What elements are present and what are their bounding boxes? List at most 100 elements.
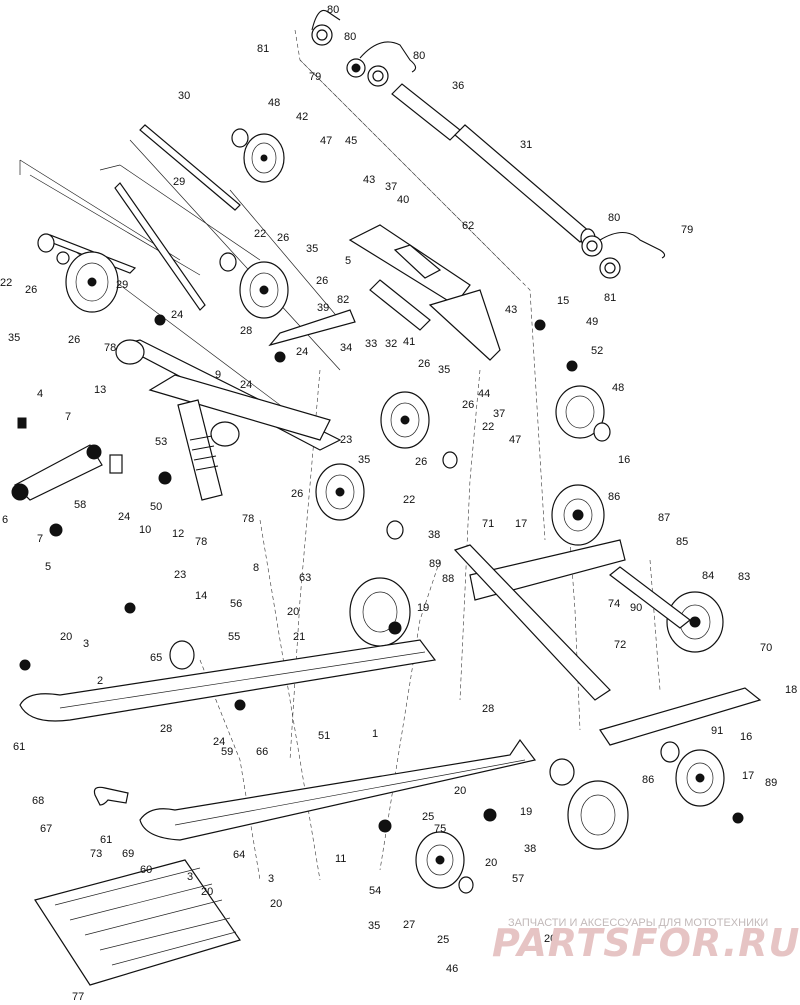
callout-label: 24 xyxy=(213,736,225,748)
callout-label: 86 xyxy=(642,774,654,786)
idler-wheel-35-upper xyxy=(219,252,289,319)
callout-label: 35 xyxy=(438,364,450,376)
callout-label: 29 xyxy=(116,279,128,291)
idler-wheel-83 xyxy=(609,566,724,653)
callout-label: 45 xyxy=(345,135,357,147)
callout-label: 55 xyxy=(228,631,240,643)
callout-label: 87 xyxy=(658,512,670,524)
callout-label: 82 xyxy=(337,294,349,306)
idler-wheel-16-lower xyxy=(660,741,725,807)
rear-slide-rail xyxy=(453,539,762,746)
callout-label: 32 xyxy=(385,338,397,350)
callout-label: 26 xyxy=(25,284,37,296)
callout-label: 20 xyxy=(201,886,213,898)
idler-wheel-35-bottom xyxy=(415,831,474,894)
callout-label: 34 xyxy=(340,342,352,354)
callout-label: 38 xyxy=(524,843,536,855)
callout-label: 68 xyxy=(32,795,44,807)
callout-label: 78 xyxy=(104,342,116,354)
callout-label: 81 xyxy=(604,292,616,304)
callout-label: 35 xyxy=(368,920,380,932)
watermark: ЗАПЧАСТИ И АКСЕССУАРЫ ДЛЯ МОТОТЕХНИКИ PA… xyxy=(492,917,799,965)
callout-label: 25 xyxy=(422,811,434,823)
callout-label: 69 xyxy=(122,848,134,860)
callout-label: 35 xyxy=(306,243,318,255)
callout-label: 59 xyxy=(221,746,233,758)
callout-label: 47 xyxy=(320,135,332,147)
callout-label: 44 xyxy=(478,388,490,400)
callout-label: 12 xyxy=(172,528,184,540)
callout-label: 66 xyxy=(256,746,268,758)
rear-axle-shaft xyxy=(391,83,596,248)
callout-label: 26 xyxy=(291,488,303,500)
callout-label: 73 xyxy=(90,848,102,860)
callout-label: 49 xyxy=(586,316,598,328)
callout-label: 26 xyxy=(277,232,289,244)
callout-label: 24 xyxy=(171,309,183,321)
link-arm xyxy=(11,444,123,501)
watermark-tagline: ЗАПЧАСТИ И АКСЕССУАРЫ ДЛЯ МОТОТЕХНИКИ xyxy=(508,917,768,929)
callout-label: 63 xyxy=(299,572,311,584)
idler-wheel-35-lower xyxy=(315,463,404,540)
callout-label: 21 xyxy=(293,631,305,643)
callout-label: 77 xyxy=(72,991,84,1003)
callout-label: 1 xyxy=(372,728,378,740)
callout-label: 18 xyxy=(785,684,797,696)
callout-label: 19 xyxy=(417,602,429,614)
callout-label: 35 xyxy=(358,454,370,466)
callout-label: 31 xyxy=(520,139,532,151)
bolts xyxy=(17,314,744,833)
callout-label: 80 xyxy=(327,4,339,16)
callout-label: 26 xyxy=(418,358,430,370)
callout-label: 5 xyxy=(345,255,351,267)
callout-label: 20 xyxy=(544,933,556,945)
callout-label: 47 xyxy=(509,434,521,446)
callout-label: 85 xyxy=(676,536,688,548)
callout-label: 28 xyxy=(482,703,494,715)
callout-label: 79 xyxy=(309,71,321,83)
callout-label: 26 xyxy=(68,334,80,346)
callout-label: 74 xyxy=(608,598,620,610)
shock-absorber xyxy=(177,399,223,501)
callout-label: 24 xyxy=(118,511,130,523)
callout-label: 78 xyxy=(242,513,254,525)
callout-label: 80 xyxy=(413,50,425,62)
callout-label: 27 xyxy=(403,919,415,931)
callout-label: 14 xyxy=(195,590,207,602)
callout-label: 4 xyxy=(37,388,43,400)
callout-label: 57 xyxy=(512,873,524,885)
callout-label: 20 xyxy=(454,785,466,797)
wear-strip xyxy=(34,859,241,986)
callout-label: 15 xyxy=(557,295,569,307)
callout-label: 29 xyxy=(173,176,185,188)
callout-label: 26 xyxy=(316,275,328,287)
callout-label: 8 xyxy=(253,562,259,574)
rear-suspension-arm xyxy=(115,339,342,451)
callout-label: 16 xyxy=(740,731,752,743)
callout-label: 20 xyxy=(270,898,282,910)
callout-label: 7 xyxy=(37,533,43,545)
idler-wheel-42 xyxy=(231,128,285,183)
callout-label: 25 xyxy=(437,934,449,946)
callout-label: 80 xyxy=(344,31,356,43)
callout-label: 91 xyxy=(711,725,723,737)
idler-wheel-35-left xyxy=(37,233,119,313)
callout-label: 39 xyxy=(317,302,329,314)
callout-label: 60 xyxy=(140,864,152,876)
callout-label: 67 xyxy=(40,823,52,835)
callout-label: 88 xyxy=(442,573,454,585)
callout-label: 5 xyxy=(45,561,51,573)
callout-label: 19 xyxy=(520,806,532,818)
callout-label: 75 xyxy=(434,823,446,835)
callout-label: 51 xyxy=(318,730,330,742)
callout-label: 90 xyxy=(630,602,642,614)
callout-label: 20 xyxy=(287,606,299,618)
callout-label: 26 xyxy=(415,456,427,468)
callout-label: 53 xyxy=(155,436,167,448)
rod-30 xyxy=(139,124,241,211)
callout-label: 38 xyxy=(428,529,440,541)
callout-label: 26 xyxy=(462,399,474,411)
callout-label: 28 xyxy=(240,325,252,337)
idler-wheel-48 xyxy=(555,385,611,442)
